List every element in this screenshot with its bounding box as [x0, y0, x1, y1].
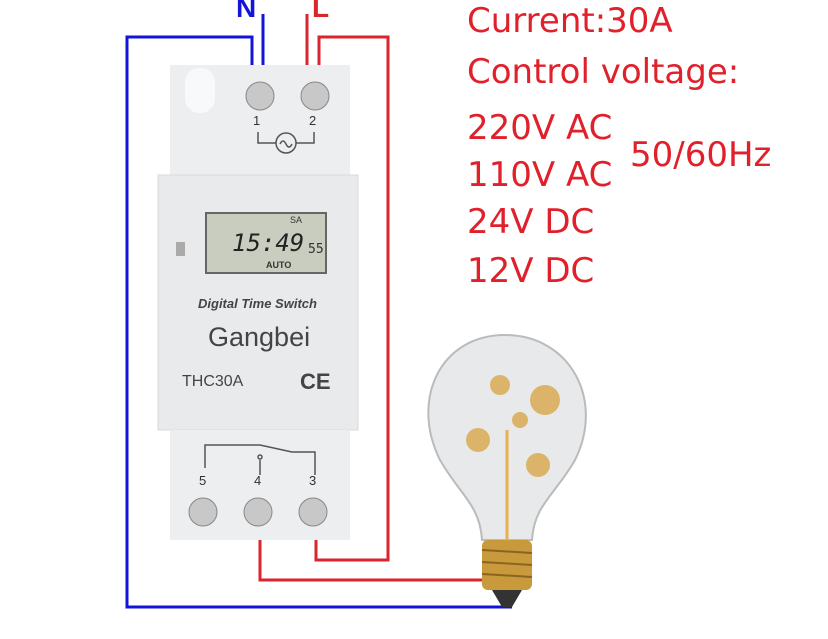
timer-device — [157, 65, 359, 540]
terminal-label: 1 — [253, 113, 261, 128]
lcd-mode: AUTO — [266, 260, 292, 270]
light-bulb-icon — [427, 333, 587, 607]
control-voltage-label: Control voltage: — [467, 52, 740, 92]
neutral-wire — [125, 14, 512, 609]
lcd-screen — [205, 212, 327, 274]
voltage-option: 110V AC — [467, 155, 613, 195]
ce-mark: CE — [300, 369, 331, 394]
reset-button-icon — [176, 242, 185, 256]
live-label: L — [312, 0, 330, 23]
live-wire — [258, 14, 486, 582]
voltage-option: 24V DC — [467, 202, 595, 242]
product-name: Digital Time Switch — [198, 296, 317, 311]
terminal-label: 3 — [309, 473, 317, 488]
terminal-label: 5 — [199, 473, 207, 488]
frequency: 50/60Hz — [630, 135, 772, 175]
lcd-day: SA — [290, 215, 303, 225]
model-number: THC30A — [182, 373, 244, 390]
lcd-time: 15:49 — [232, 229, 305, 257]
voltage-option: 12V DC — [467, 251, 595, 291]
neutral-label: N — [236, 0, 257, 23]
lcd-seconds: 55 — [308, 242, 324, 257]
screw-terminal-icon — [188, 81, 330, 527]
current-rating: Current:30A — [467, 1, 673, 41]
terminal-label: 4 — [254, 473, 262, 488]
brand-logo: Gangbei — [208, 322, 311, 352]
terminal-label: 2 — [309, 113, 317, 128]
ac-symbol-icon — [204, 132, 316, 475]
voltage-option: 220V AC — [467, 108, 613, 148]
